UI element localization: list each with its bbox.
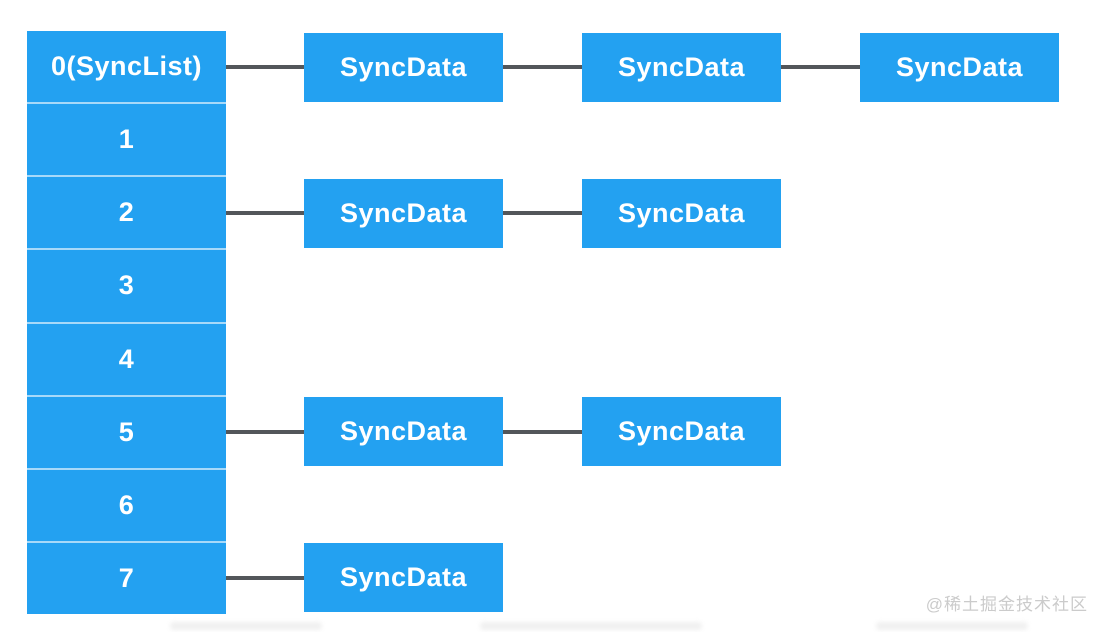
syncdata-node-label: SyncData (617, 197, 746, 228)
syncdata-node-label: SyncData (339, 197, 468, 228)
connector-line (226, 65, 304, 70)
bucket-label-6: 6 (118, 489, 135, 520)
cropped-edge-artifact (480, 622, 702, 630)
cropped-edge-artifact (170, 622, 322, 630)
bucket-cell-6: 6 (27, 467, 226, 541)
syncdata-node-label: SyncData (339, 562, 468, 593)
bucket-label-0: 0(SyncList) (50, 51, 203, 82)
syncdata-node-label: SyncData (617, 416, 746, 447)
syncdata-node: SyncData (304, 32, 503, 102)
bucket-cell-7: 7 (27, 540, 226, 614)
syncdata-node-label: SyncData (339, 51, 468, 82)
connector-line (226, 575, 304, 580)
watermark-text: @稀土掘金技术社区 (925, 595, 1088, 614)
connector-line (503, 211, 582, 216)
bucket-cell-2: 2 (27, 175, 226, 248)
bucket-label-7: 7 (118, 562, 135, 593)
connector-line (503, 429, 582, 434)
syncdata-node: SyncData (304, 397, 503, 467)
connector-line (226, 429, 304, 434)
syncdata-node: SyncData (582, 397, 781, 467)
bucket-cell-0: 0(SyncList) (27, 31, 226, 102)
syncdata-node: SyncData (860, 32, 1059, 102)
syncdata-node-label: SyncData (339, 416, 468, 447)
bucket-cell-5: 5 (27, 394, 226, 468)
syncdata-node: SyncData (582, 32, 781, 102)
bucket-label-1: 1 (118, 124, 135, 155)
bucket-cell-4: 4 (27, 321, 226, 395)
bucket-label-2: 2 (118, 197, 135, 228)
bucket-label-5: 5 (118, 416, 135, 447)
syncdata-node: SyncData (304, 543, 503, 613)
connector-line (781, 65, 860, 70)
connector-line (226, 211, 304, 216)
connector-line (503, 65, 582, 70)
syncdata-node: SyncData (582, 178, 781, 248)
bucket-cell-1: 1 (27, 102, 226, 175)
bucket-cell-3: 3 (27, 248, 226, 321)
bucket-label-3: 3 (118, 270, 135, 301)
syncdata-node-label: SyncData (617, 51, 746, 82)
cropped-edge-artifact (876, 622, 1028, 630)
syncdata-node: SyncData (304, 178, 503, 248)
bucket-column: 0(SyncList) 1 2 3 4 5 6 7 (27, 31, 226, 614)
bucket-label-4: 4 (118, 343, 135, 374)
syncdata-node-label: SyncData (895, 51, 1024, 82)
